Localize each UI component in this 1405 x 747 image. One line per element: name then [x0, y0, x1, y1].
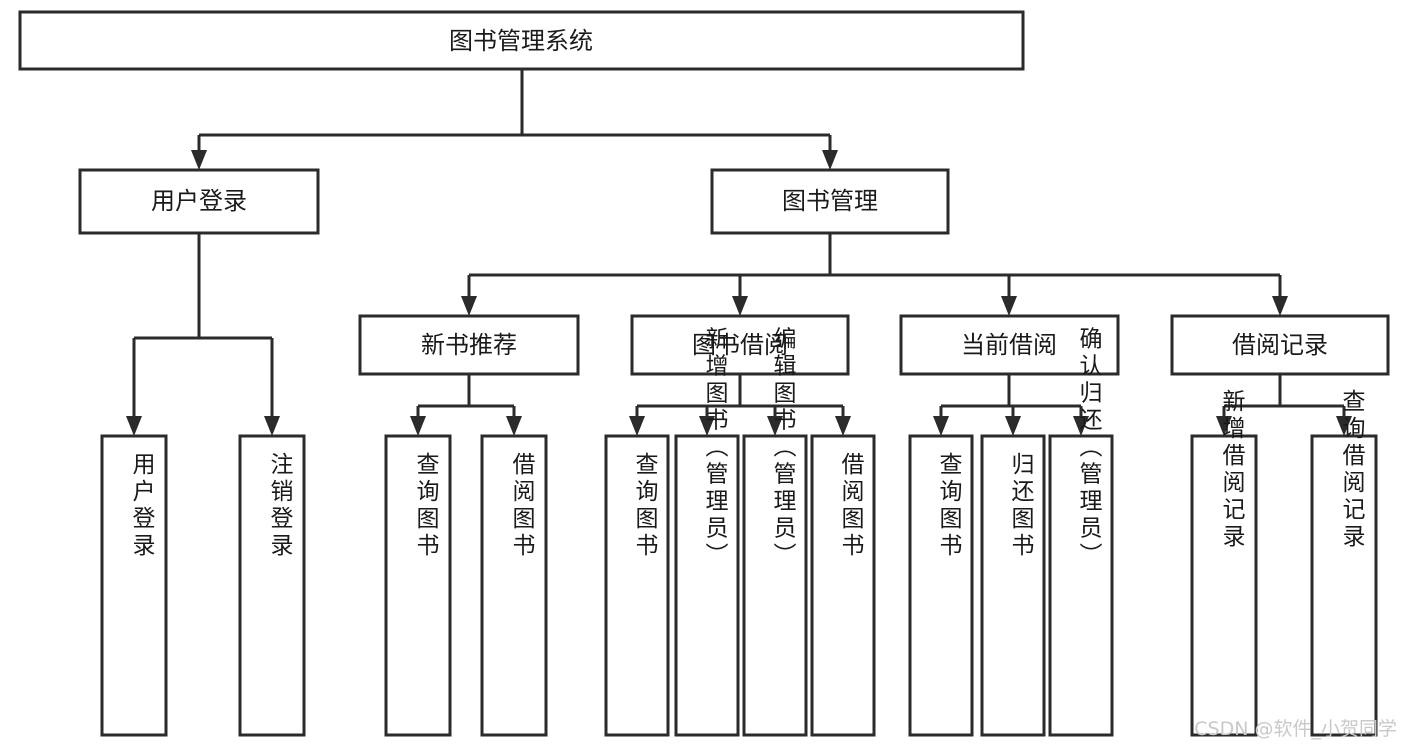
node-leaf-borrow-book-1[interactable]: 借阅图书	[480, 434, 548, 737]
arrow-head-leaf-query-book-2	[629, 416, 645, 436]
node-leaf-confirm-return-admin-label: 确认归还（管理员）	[1075, 327, 1103, 570]
csdn-watermark: CSDN @软件_小贺同学	[1194, 718, 1397, 740]
arrow-head-current-borrow	[1001, 296, 1017, 316]
node-leaf-user-login[interactable]: 用户登录	[100, 434, 168, 737]
arrow-head-leaf-borrow-book-1	[506, 416, 522, 436]
node-borrow-record-box[interactable]	[1170, 314, 1390, 376]
node-book-borrow[interactable]: 图书借阅	[630, 314, 850, 376]
arrow-head-new-book-recommend	[461, 296, 477, 316]
node-leaf-add-book-admin-box[interactable]	[674, 434, 740, 737]
node-leaf-add-book-admin-label: 新增图书（管理员）	[701, 327, 729, 570]
node-borrow-record-label: 借阅记录	[1232, 331, 1328, 359]
node-leaf-query-book-3[interactable]: 查询图书	[908, 434, 974, 737]
node-leaf-return-book-label: 归还图书	[1007, 452, 1035, 560]
node-root-label: 图书管理系统	[449, 27, 593, 55]
node-leaf-query-book-3-box[interactable]	[908, 434, 974, 737]
arrow-head-leaf-user-login	[126, 416, 142, 436]
node-book-borrow-label: 图书借阅	[692, 331, 788, 359]
connector-layer	[126, 69, 1352, 436]
node-leaf-query-book-1-box[interactable]	[384, 434, 452, 737]
node-current-borrow[interactable]: 当前借阅	[899, 314, 1120, 376]
node-current-borrow-label: 当前借阅	[961, 331, 1057, 359]
node-leaf-user-logout[interactable]: 注销登录	[238, 434, 306, 737]
node-leaf-query-book-1[interactable]: 查询图书	[384, 434, 452, 737]
arrow-head-user-login	[191, 150, 207, 170]
node-current-borrow-box[interactable]	[899, 314, 1120, 376]
arrow-head-book-management	[822, 150, 838, 170]
node-leaf-edit-book-admin-label: 编辑图书（管理员）	[769, 327, 797, 570]
node-book-management[interactable]: 图书管理	[710, 168, 950, 235]
node-leaf-confirm-return-admin-box[interactable]	[1048, 434, 1114, 737]
arrow-head-borrow-record	[1272, 296, 1288, 316]
node-book-borrow-box[interactable]	[630, 314, 850, 376]
arrow-head-leaf-add-borrow-record	[1216, 416, 1232, 436]
node-user-login-box[interactable]	[78, 168, 320, 235]
node-leaf-query-borrow-record-label: 查询借阅记录	[1338, 389, 1366, 551]
node-leaf-add-borrow-record-box[interactable]	[1190, 434, 1258, 737]
node-leaf-confirm-return-admin[interactable]: 确认归还（管理员）	[1048, 327, 1114, 737]
node-leaf-add-borrow-record[interactable]: 新增借阅记录	[1190, 389, 1258, 737]
node-leaf-query-book-2[interactable]: 查询图书	[604, 434, 670, 737]
node-leaf-borrow-book-2-box[interactable]	[810, 434, 876, 737]
node-leaf-edit-book-admin-box[interactable]	[742, 434, 808, 737]
node-leaf-borrow-book-1-label: 借阅图书	[508, 452, 536, 560]
arrow-head-leaf-query-borrow-record	[1336, 416, 1352, 436]
arrow-head-leaf-return-book	[1005, 416, 1021, 436]
node-new-book-recommend-label: 新书推荐	[421, 331, 517, 359]
arrow-head-leaf-user-logout	[264, 416, 280, 436]
node-leaf-user-login-label: 用户登录	[128, 452, 156, 560]
node-leaf-user-login-box[interactable]	[100, 434, 168, 737]
node-leaf-query-book-1-label: 查询图书	[412, 452, 440, 560]
arrow-head-leaf-borrow-book-2	[835, 416, 851, 436]
node-root[interactable]: 图书管理系统	[18, 10, 1025, 71]
arrow-head-leaf-edit-book-admin	[767, 416, 783, 436]
node-leaf-user-logout-box[interactable]	[238, 434, 306, 737]
node-book-management-box[interactable]	[710, 168, 950, 235]
node-book-management-label: 图书管理	[782, 187, 878, 215]
node-leaf-return-book[interactable]: 归还图书	[980, 434, 1046, 737]
node-leaf-query-book-3-label: 查询图书	[935, 452, 963, 560]
node-user-login-label: 用户登录	[151, 187, 247, 215]
node-leaf-query-book-2-label: 查询图书	[631, 452, 659, 560]
node-leaf-borrow-book-1-box[interactable]	[480, 434, 548, 737]
arrow-head-book-borrow	[732, 296, 748, 316]
arrow-head-leaf-query-book-3	[933, 416, 949, 436]
arrow-head-leaf-confirm-return-admin	[1073, 416, 1089, 436]
node-leaf-borrow-book-2-label: 借阅图书	[837, 452, 865, 560]
node-new-book-recommend-box[interactable]	[358, 314, 580, 376]
node-leaf-add-book-admin[interactable]: 新增图书（管理员）	[674, 327, 740, 737]
arrow-head-leaf-add-book-admin	[699, 416, 715, 436]
node-new-book-recommend[interactable]: 新书推荐	[358, 314, 580, 376]
node-leaf-edit-book-admin[interactable]: 编辑图书（管理员）	[742, 327, 808, 737]
node-user-login[interactable]: 用户登录	[78, 168, 320, 235]
node-leaf-user-logout-label: 注销登录	[266, 452, 294, 560]
node-leaf-borrow-book-2[interactable]: 借阅图书	[810, 434, 876, 737]
arrow-head-leaf-query-book-1	[410, 416, 426, 436]
node-borrow-record[interactable]: 借阅记录	[1170, 314, 1390, 376]
node-leaf-query-borrow-record[interactable]: 查询借阅记录	[1310, 389, 1378, 737]
node-leaf-add-borrow-record-label: 新增借阅记录	[1218, 389, 1246, 551]
node-leaf-query-book-2-box[interactable]	[604, 434, 670, 737]
node-leaf-return-book-box[interactable]	[980, 434, 1046, 737]
node-root-box[interactable]	[18, 10, 1025, 71]
node-leaf-query-borrow-record-box[interactable]	[1310, 434, 1378, 737]
